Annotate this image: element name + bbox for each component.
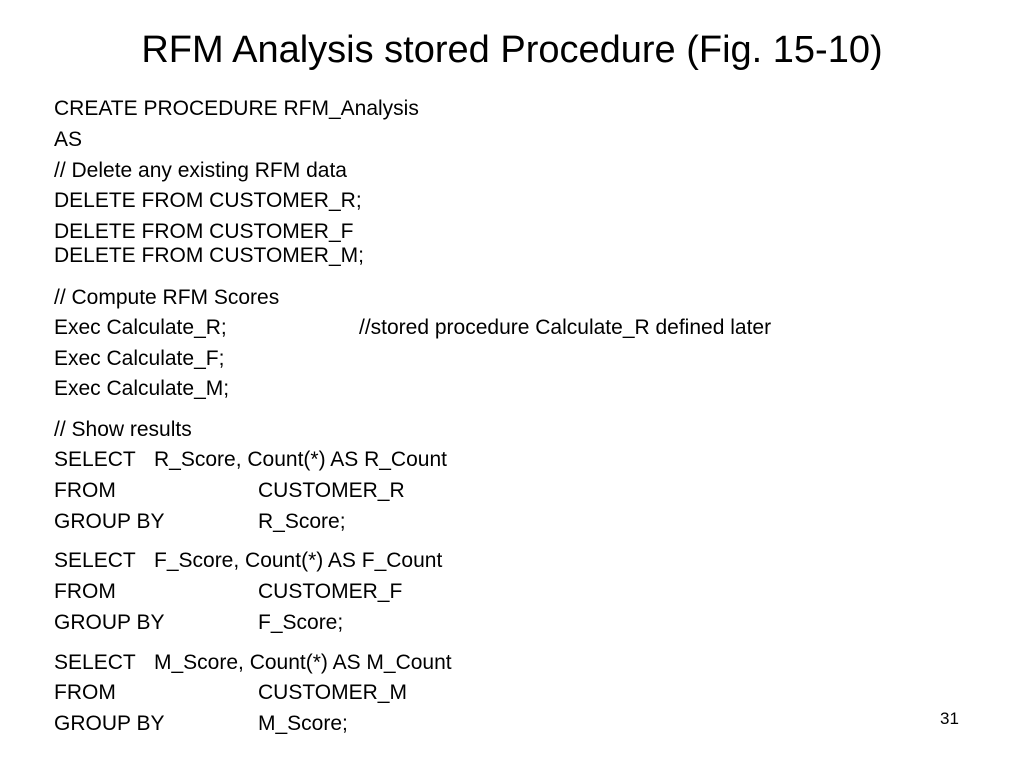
- code-select-keyword: SELECT: [54, 549, 136, 572]
- code-comment-show: // Show results: [54, 418, 192, 441]
- code-group-f: F_Score;: [258, 611, 344, 634]
- code-comment-compute: // Compute RFM Scores: [54, 286, 280, 309]
- code-from-keyword: FROM: [54, 681, 116, 704]
- code-select-m: M_Score, Count(*) AS M_Count: [154, 651, 452, 674]
- code-from-r: CUSTOMER_R: [258, 479, 405, 502]
- code-from-keyword: FROM: [54, 580, 116, 603]
- code-exec-f: Exec Calculate_F;: [54, 347, 225, 370]
- code-select-f: F_Score, Count(*) AS F_Count: [154, 549, 443, 572]
- code-groupby-keyword: GROUP BY: [54, 611, 165, 634]
- code-delete-m: DELETE FROM CUSTOMER_M;: [54, 244, 364, 267]
- code-from-f: CUSTOMER_F: [258, 580, 403, 603]
- code-group-r: R_Score;: [258, 510, 346, 533]
- code-exec-r-comment: //stored procedure Calculate_R defined l…: [359, 316, 772, 339]
- code-exec-m: Exec Calculate_M;: [54, 377, 230, 400]
- code-select-keyword: SELECT: [54, 651, 136, 674]
- code-create-procedure: CREATE PROCEDURE RFM_Analysis: [54, 97, 419, 120]
- code-as: AS: [54, 128, 83, 151]
- code-from-keyword: FROM: [54, 479, 116, 502]
- code-from-m: CUSTOMER_M: [258, 681, 407, 704]
- slide-title: RFM Analysis stored Procedure (Fig. 15-1…: [141, 29, 883, 71]
- code-select-r: R_Score, Count(*) AS R_Count: [154, 448, 447, 471]
- code-select-keyword: SELECT: [54, 448, 136, 471]
- code-delete-f: DELETE FROM CUSTOMER_F: [54, 220, 354, 243]
- page-number: 31: [940, 709, 959, 728]
- code-exec-r: Exec Calculate_R;: [54, 316, 227, 339]
- code-delete-r: DELETE FROM CUSTOMER_R;: [54, 189, 362, 212]
- code-groupby-keyword: GROUP BY: [54, 712, 165, 735]
- code-comment-delete: // Delete any existing RFM data: [54, 159, 347, 182]
- code-groupby-keyword: GROUP BY: [54, 510, 165, 533]
- code-group-m: M_Score;: [258, 712, 348, 735]
